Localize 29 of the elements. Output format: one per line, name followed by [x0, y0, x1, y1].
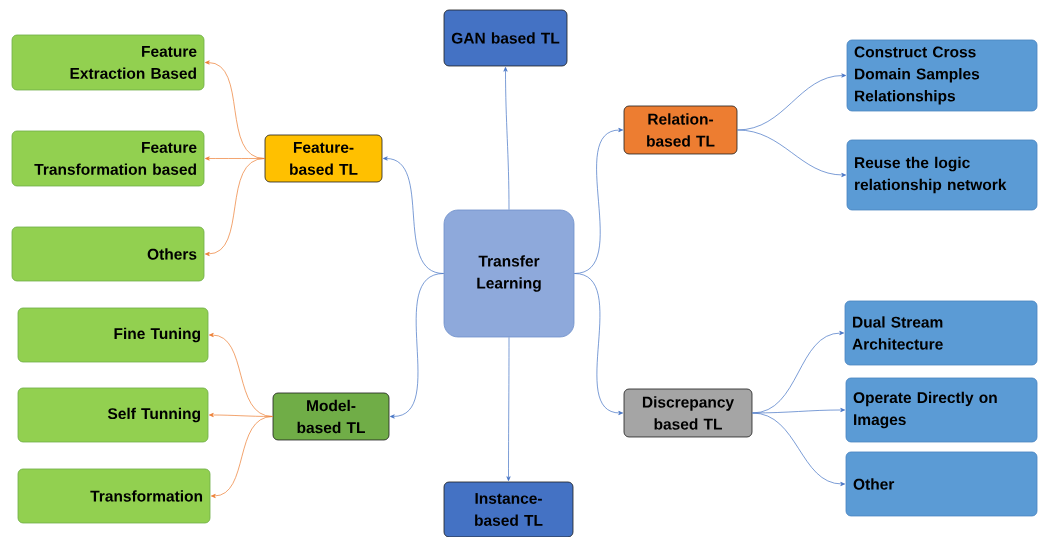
leaf-box: Feature Transformation based	[11, 130, 205, 187]
arrow	[204, 60, 265, 159]
leaf-box: Construct Cross Domain Samples Relationships	[846, 39, 1038, 112]
category-box: Model-based TL	[272, 392, 390, 441]
leaf-box: Fine Tuning	[17, 307, 209, 363]
arrow	[752, 412, 846, 487]
category-box: Relation-based TL	[623, 105, 738, 155]
center-box: Transfer Learning	[443, 209, 575, 338]
leaf-box: Dual Stream Architecture	[844, 300, 1038, 366]
arrow	[737, 129, 847, 178]
category-box: Discrepancy based TL	[623, 388, 753, 438]
arrow	[574, 273, 624, 416]
category-box: GAN based TL	[443, 9, 568, 67]
arrow	[506, 337, 511, 482]
leaf-box: Others	[11, 226, 205, 282]
leaf-box: Feature Extraction Based	[11, 34, 205, 91]
arrow	[208, 332, 273, 417]
leaf-box: Reuse the logic relationship network	[846, 139, 1038, 211]
category-box: Instance-based TL	[443, 481, 574, 537]
leaf-box: Operate Directly on Images	[845, 377, 1038, 443]
leaf-box: Transformation	[17, 468, 211, 524]
arrow	[204, 158, 265, 257]
arrow	[210, 416, 273, 499]
arrow	[752, 407, 846, 414]
arrow	[503, 66, 510, 210]
leaf-box: Other	[845, 451, 1038, 517]
leaf-box: Self Tunning	[17, 387, 209, 443]
arrow	[389, 273, 444, 419]
category-box: Feature-based TL	[264, 134, 383, 183]
